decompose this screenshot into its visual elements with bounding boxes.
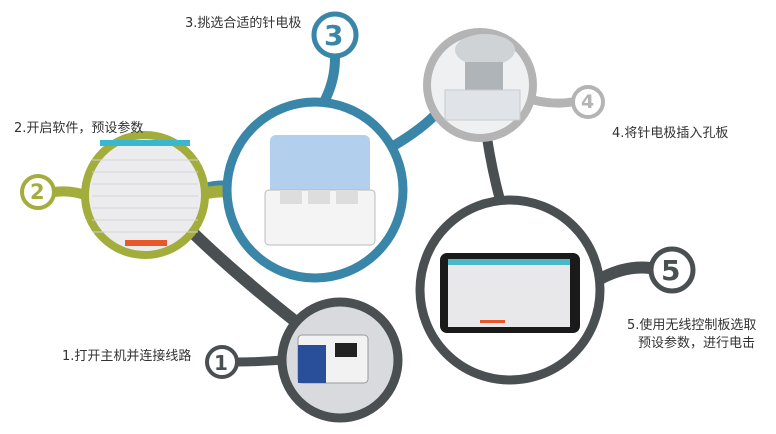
step-2-label: 2.开启软件，预设参数 [14, 121, 144, 136]
step-1-badge-number: 1 [214, 351, 228, 375]
step-1-label: 1.打开主机并连接线路 [62, 349, 192, 364]
step-2-image-circle [81, 131, 209, 259]
step-5-label-line2: 预设参数，进行电击 [638, 336, 756, 351]
step-4-label: 4.将针电极插入孔板 [612, 126, 729, 141]
step-badges [20, 11, 696, 379]
step-1-image-circle [277, 297, 403, 423]
step-3-image-circle [222, 97, 408, 283]
step-5-image-circle [415, 195, 605, 385]
step-3-label: 3.挑选合适的针电极 [185, 16, 302, 31]
step-2-badge-number: 2 [30, 180, 45, 204]
step-4-badge-number: 4 [581, 91, 595, 113]
step-4-image-circle [423, 28, 537, 142]
step-5-badge-number: 5 [661, 254, 681, 287]
step-5-label-line1: 5.使用无线控制板选取 [627, 318, 757, 333]
step-3-badge-number: 3 [324, 19, 344, 52]
